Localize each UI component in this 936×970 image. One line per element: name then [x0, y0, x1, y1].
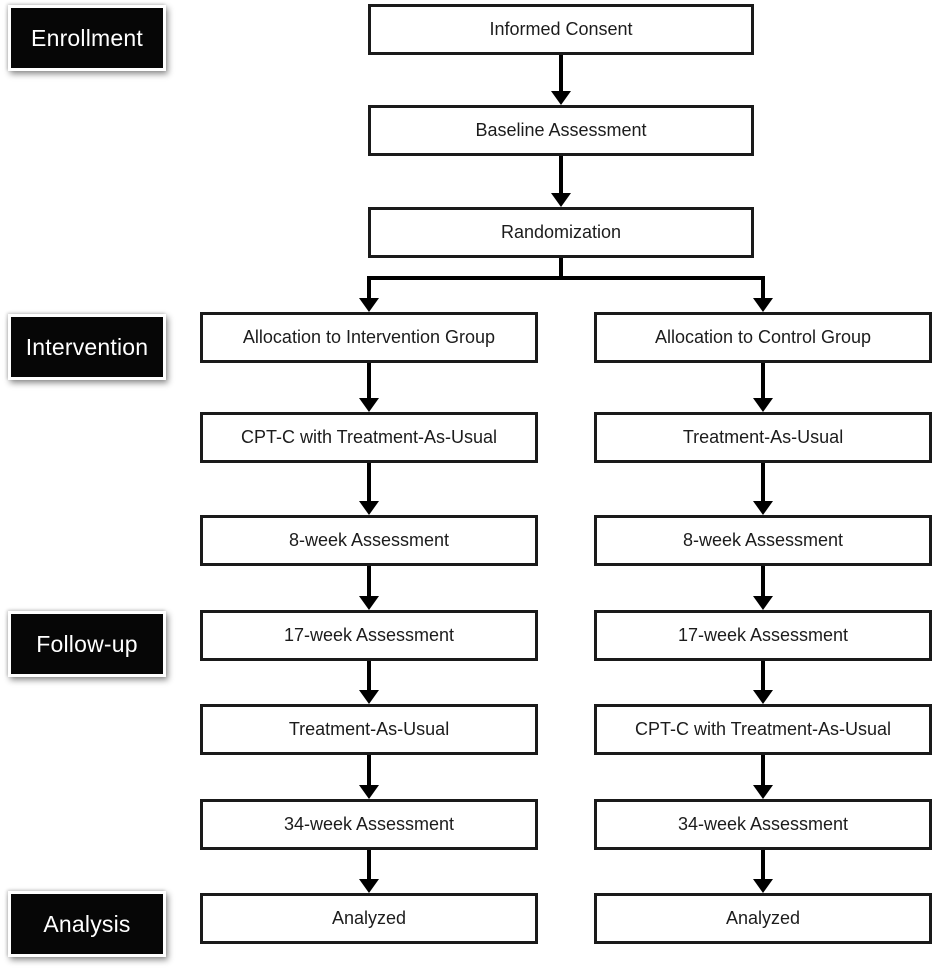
- arrow-head-icon: [359, 596, 379, 610]
- flow-box-left-tau: Treatment-As-Usual: [200, 704, 538, 755]
- flow-box-text: 34-week Assessment: [283, 814, 455, 834]
- flow-box-left-8week: 8-week Assessment: [200, 515, 538, 566]
- arrow-to-control-group: [753, 280, 773, 312]
- arrow-stem: [367, 755, 371, 786]
- arrow-stem: [559, 156, 563, 194]
- arrow-head-icon: [753, 398, 773, 412]
- arrow-right-4: [753, 661, 773, 704]
- stage-label-analysis: Analysis: [8, 891, 166, 957]
- flow-box-text: Allocation to Intervention Group: [242, 327, 496, 347]
- arrow-left-4: [359, 661, 379, 704]
- arrow-head-icon: [551, 193, 571, 207]
- arrow-stem: [761, 363, 765, 399]
- arrow-right-1: [753, 363, 773, 412]
- flow-box-text: 17-week Assessment: [677, 625, 849, 645]
- arrow-consent-to-baseline: [551, 55, 571, 105]
- arrow-head-icon: [359, 398, 379, 412]
- stage-label-followup: Follow-up: [8, 611, 166, 677]
- flow-box-right-8week: 8-week Assessment: [594, 515, 932, 566]
- arrow-head-icon: [551, 91, 571, 105]
- flow-box-baseline-assessment: Baseline Assessment: [368, 105, 754, 156]
- flow-box-text: 8-week Assessment: [288, 530, 450, 550]
- arrow-right-2: [753, 463, 773, 515]
- stage-label-text: Analysis: [43, 910, 131, 937]
- flow-box-left-analyzed: Analyzed: [200, 893, 538, 944]
- flow-box-text: CPT-C with Treatment-As-Usual: [240, 427, 498, 447]
- arrow-stem: [367, 280, 371, 299]
- arrow-stem: [761, 566, 765, 597]
- flow-box-informed-consent: Informed Consent: [368, 4, 754, 55]
- flow-box-text: Analyzed: [331, 908, 407, 928]
- arrow-head-icon: [753, 501, 773, 515]
- arrow-head-icon: [359, 785, 379, 799]
- flow-box-text: Analyzed: [725, 908, 801, 928]
- arrow-right-5: [753, 755, 773, 799]
- arrow-left-3: [359, 566, 379, 610]
- stage-label-text: Follow-up: [36, 630, 138, 657]
- arrow-left-6: [359, 850, 379, 893]
- arrow-head-icon: [753, 785, 773, 799]
- arrow-left-5: [359, 755, 379, 799]
- flow-box-text: Treatment-As-Usual: [682, 427, 844, 447]
- arrow-head-icon: [359, 690, 379, 704]
- flow-box-allocation-control: Allocation to Control Group: [594, 312, 932, 363]
- arrow-head-icon: [753, 596, 773, 610]
- arrow-stem: [559, 55, 563, 92]
- flow-box-right-34week: 34-week Assessment: [594, 799, 932, 850]
- flow-box-text: 17-week Assessment: [283, 625, 455, 645]
- stage-label-enrollment: Enrollment: [8, 5, 166, 71]
- flow-box-right-tau: Treatment-As-Usual: [594, 412, 932, 463]
- flow-box-text: Treatment-As-Usual: [288, 719, 450, 739]
- flow-box-left-34week: 34-week Assessment: [200, 799, 538, 850]
- arrow-to-intervention-group: [359, 280, 379, 312]
- arrow-head-icon: [359, 501, 379, 515]
- arrow-left-2: [359, 463, 379, 515]
- arrow-stem: [761, 850, 765, 880]
- flow-box-randomization: Randomization: [368, 207, 754, 258]
- flow-box-text: Baseline Assessment: [475, 120, 647, 140]
- flow-box-text: CPT-C with Treatment-As-Usual: [634, 719, 892, 739]
- arrow-head-icon: [359, 298, 379, 312]
- arrow-right-3: [753, 566, 773, 610]
- arrow-head-icon: [359, 879, 379, 893]
- arrow-stem: [761, 755, 765, 786]
- flow-box-text: Informed Consent: [489, 19, 633, 39]
- flow-box-text: 34-week Assessment: [677, 814, 849, 834]
- branch-connector-horizontal: [367, 276, 765, 280]
- arrow-stem: [367, 661, 371, 691]
- flow-box-right-analyzed: Analyzed: [594, 893, 932, 944]
- stage-label-intervention: Intervention: [8, 314, 166, 380]
- arrow-right-6: [753, 850, 773, 893]
- arrow-stem: [367, 850, 371, 880]
- flow-box-left-cptc-tau: CPT-C with Treatment-As-Usual: [200, 412, 538, 463]
- arrow-baseline-to-randomization: [551, 156, 571, 207]
- arrow-stem: [367, 463, 371, 502]
- flow-box-right-cptc-tau: CPT-C with Treatment-As-Usual: [594, 704, 932, 755]
- arrow-stem: [761, 463, 765, 502]
- flow-box-text: 8-week Assessment: [682, 530, 844, 550]
- arrow-stem: [367, 566, 371, 597]
- branch-connector-stub: [559, 258, 563, 280]
- arrow-head-icon: [753, 690, 773, 704]
- arrow-head-icon: [753, 298, 773, 312]
- arrow-stem: [367, 363, 371, 399]
- arrow-stem: [761, 280, 765, 299]
- flow-box-left-17week: 17-week Assessment: [200, 610, 538, 661]
- arrow-head-icon: [753, 879, 773, 893]
- flow-box-text: Randomization: [500, 222, 622, 242]
- stage-label-text: Intervention: [25, 333, 149, 360]
- flow-box-right-17week: 17-week Assessment: [594, 610, 932, 661]
- arrow-stem: [761, 661, 765, 691]
- flow-box-allocation-intervention: Allocation to Intervention Group: [200, 312, 538, 363]
- stage-label-text: Enrollment: [31, 24, 143, 51]
- flow-box-text: Allocation to Control Group: [654, 327, 872, 347]
- arrow-left-1: [359, 363, 379, 412]
